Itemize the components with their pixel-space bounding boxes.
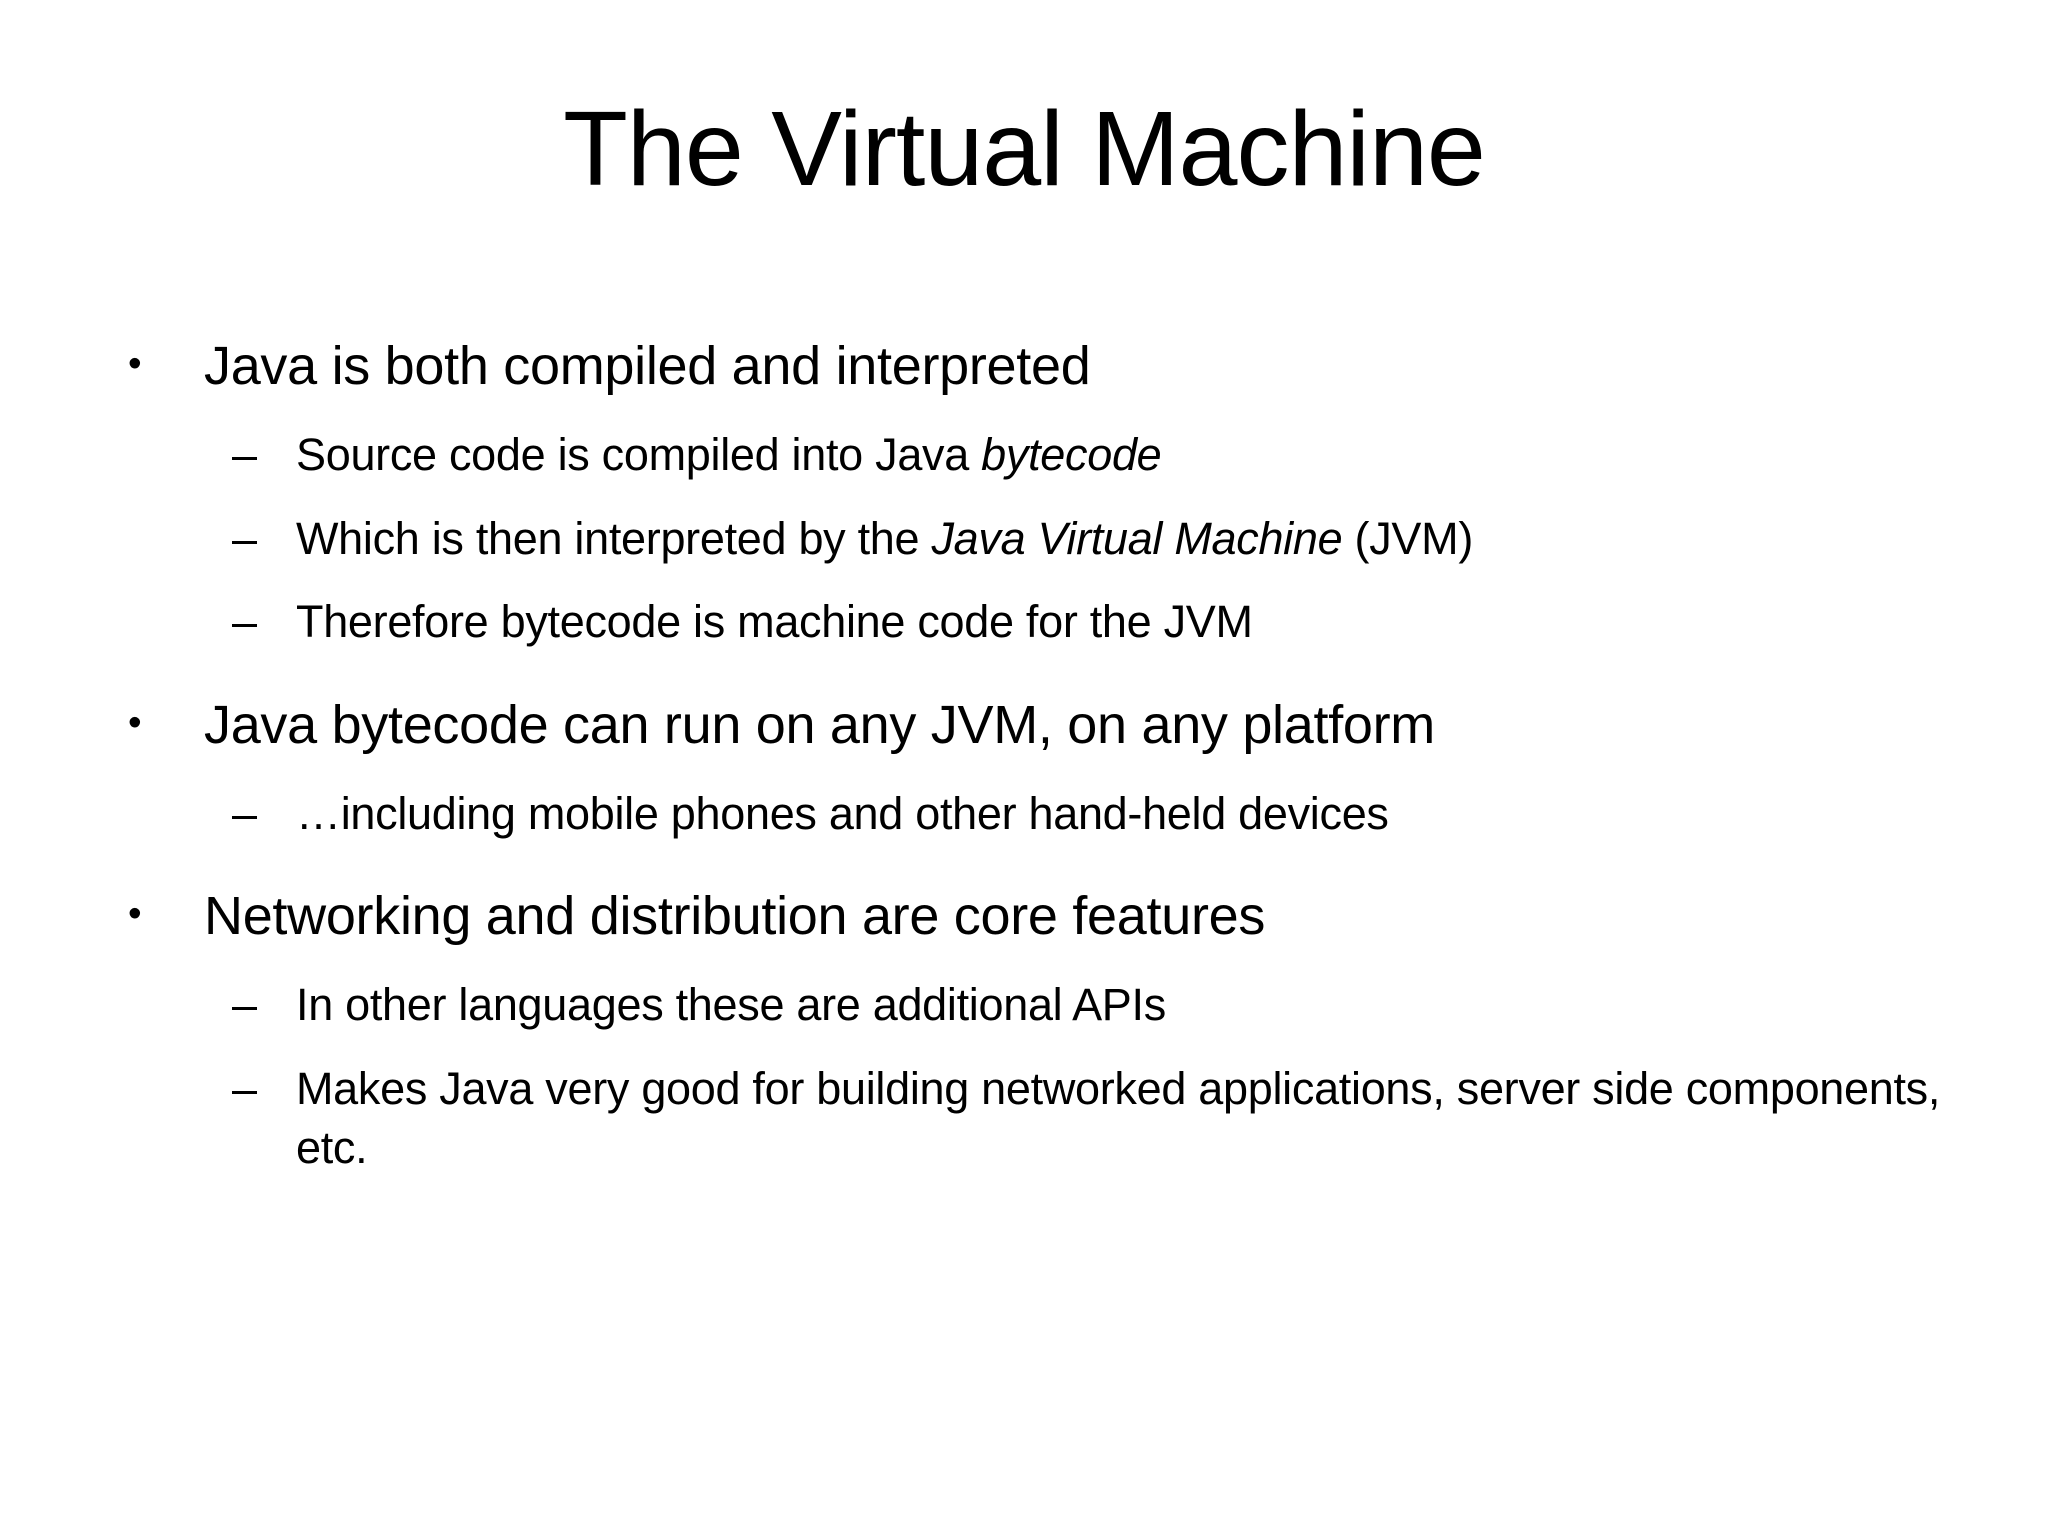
italic-text-segment: Java Virtual Machine xyxy=(931,512,1343,564)
sub-bullet-marker: – xyxy=(232,1062,257,1114)
bullet-text: Makes Java very good for building networ… xyxy=(296,1059,1956,1178)
text-segment: Therefore bytecode is machine code for t… xyxy=(296,596,1253,648)
text-segment: Java is both compiled and interpreted xyxy=(204,336,1091,397)
sub-bullet-marker: – xyxy=(232,979,257,1031)
bullet-item: • Java bytecode can run on any JVM, on an… xyxy=(0,690,2048,760)
bullet-marker: • xyxy=(128,342,142,386)
text-segment: …including mobile phones and other hand-… xyxy=(296,787,1389,839)
text-segment: Networking and distribution are core fea… xyxy=(204,886,1266,947)
sub-bullet-item: –In other languages these are additional… xyxy=(0,975,2048,1034)
bullet-text: Java is both compiled and interpreted xyxy=(204,331,1864,401)
sub-bullet-item: –Therefore bytecode is machine code for … xyxy=(0,592,2048,651)
text-segment: Makes Java very good for building networ… xyxy=(296,1062,1941,1174)
italic-text-segment: bytecode xyxy=(981,429,1162,481)
sub-bullet-item: –Source code is compiled into Java bytec… xyxy=(0,425,2048,484)
bullet-text: Java bytecode can run on any JVM, on any… xyxy=(204,690,1864,760)
sub-bullet-marker: – xyxy=(232,512,257,564)
sub-bullet-item: –Which is then interpreted by the Java V… xyxy=(0,509,2048,568)
text-segment: In other languages these are additional … xyxy=(296,979,1166,1031)
bullet-marker: • xyxy=(128,700,142,744)
slide-title: The Virtual Machine xyxy=(563,90,1486,208)
bullet-item: • Networking and distribution are core fe… xyxy=(0,881,2048,951)
sub-bullet-item: –…including mobile phones and other hand… xyxy=(0,784,2048,843)
text-segment: (JVM) xyxy=(1342,512,1474,564)
bullet-text: Therefore bytecode is machine code for t… xyxy=(296,592,1956,651)
sub-bullet-marker: – xyxy=(232,787,257,839)
text-segment: Source code is compiled into Java xyxy=(296,429,982,481)
bullet-text: Which is then interpreted by the Java Vi… xyxy=(296,509,1956,568)
presentation-slide: The Virtual Machine • Java is both compil… xyxy=(0,86,2048,1536)
text-segment: Which is then interpreted by the xyxy=(296,512,932,564)
sub-bullet-item: –Makes Java very good for building netwo… xyxy=(0,1059,2048,1178)
bullet-text: In other languages these are additional … xyxy=(296,975,1956,1034)
bullet-list: •Java is both compiled and interpreted–S… xyxy=(0,331,2048,1177)
bullet-marker: • xyxy=(128,892,142,936)
bullet-text: Networking and distribution are core fea… xyxy=(204,881,1864,951)
text-segment: Java bytecode can run on any JVM, on any… xyxy=(204,694,1435,755)
bullet-text: Source code is compiled into Java byteco… xyxy=(296,425,1956,484)
bullet-item: • Java is both compiled and interpreted xyxy=(0,331,2048,401)
bullet-text: …including mobile phones and other hand-… xyxy=(296,784,1956,843)
sub-bullet-marker: – xyxy=(232,429,257,481)
sub-bullet-marker: – xyxy=(232,596,257,648)
